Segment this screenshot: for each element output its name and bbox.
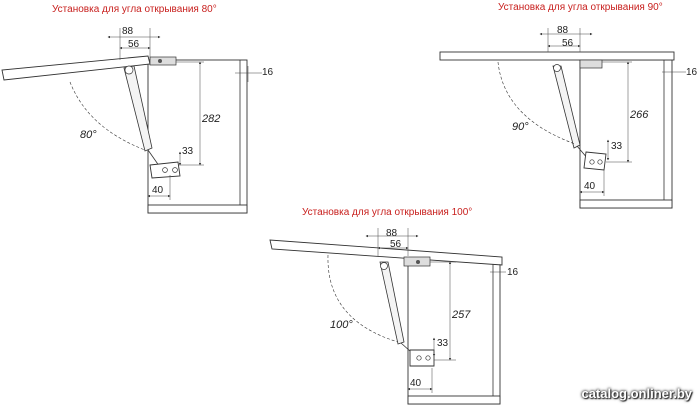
dim-88: 88	[122, 26, 134, 37]
diagram-90: Установка для угла открывания 90° 90° 88…	[439, 2, 698, 209]
bottom-bracket	[409, 349, 435, 367]
strut-top-pivot	[553, 64, 561, 72]
dim-height: 282	[201, 113, 220, 125]
dim-88: 88	[557, 25, 569, 36]
diagram-title: Установка для угла открывания 90°	[498, 2, 663, 13]
lid-panel	[439, 51, 675, 61]
diagram-title: Установка для угла открывания 100°	[302, 207, 472, 218]
dim-40: 40	[410, 378, 422, 389]
gas-strut	[552, 65, 581, 149]
diagram-100: Установка для угла открывания 100° 100° …	[269, 207, 519, 405]
cabinet-outline	[579, 59, 673, 209]
strut-top-pivot	[124, 65, 134, 75]
angle-label: 90°	[512, 121, 529, 133]
dim-height: 257	[451, 309, 471, 321]
cabinet-bottom	[579, 199, 673, 209]
dim-56: 56	[562, 38, 574, 49]
cabinet-outline	[407, 257, 501, 405]
angle-arc	[497, 61, 576, 145]
hinge-block	[579, 59, 603, 69]
angle-arc	[327, 254, 399, 343]
cabinet-outline	[147, 59, 248, 214]
dim-33: 33	[182, 146, 194, 157]
dim-40: 40	[152, 185, 164, 196]
diagram-80: Установка для угла открывания 80° 80° 88…	[1, 4, 274, 214]
dim-16: 16	[686, 67, 698, 78]
angle-label: 80°	[80, 129, 97, 141]
dim-33: 33	[437, 338, 449, 349]
cabinet-bottom	[147, 204, 248, 214]
diagram-title: Установка для угла открывания 80°	[52, 4, 217, 15]
dim-height: 266	[629, 109, 649, 121]
hinge-screw	[158, 59, 162, 63]
dim-56: 56	[390, 239, 402, 250]
watermark: catalog.onliner.by	[581, 386, 692, 401]
dim-88: 88	[386, 228, 398, 239]
dim-16: 16	[262, 67, 274, 78]
bracket-screw	[589, 159, 595, 165]
bottom-bracket	[583, 151, 607, 171]
bracket-screw	[597, 159, 603, 165]
lid-panel	[269, 239, 503, 266]
hinge-block	[149, 56, 177, 66]
angle-arc	[69, 81, 146, 151]
dim-33: 33	[611, 141, 623, 152]
dim-56: 56	[128, 39, 140, 50]
bracket-screw	[172, 167, 178, 173]
dim-16: 16	[507, 267, 519, 278]
hinge-screw	[416, 260, 420, 264]
gas-strut	[379, 261, 405, 345]
bracket-screw	[416, 355, 422, 361]
strut-top-pivot	[380, 262, 388, 270]
angle-label: 100°	[330, 319, 353, 331]
bracket-screw	[425, 355, 431, 361]
cabinet-bottom	[407, 395, 501, 405]
bracket-screw	[162, 167, 168, 173]
dim-40: 40	[584, 181, 596, 192]
